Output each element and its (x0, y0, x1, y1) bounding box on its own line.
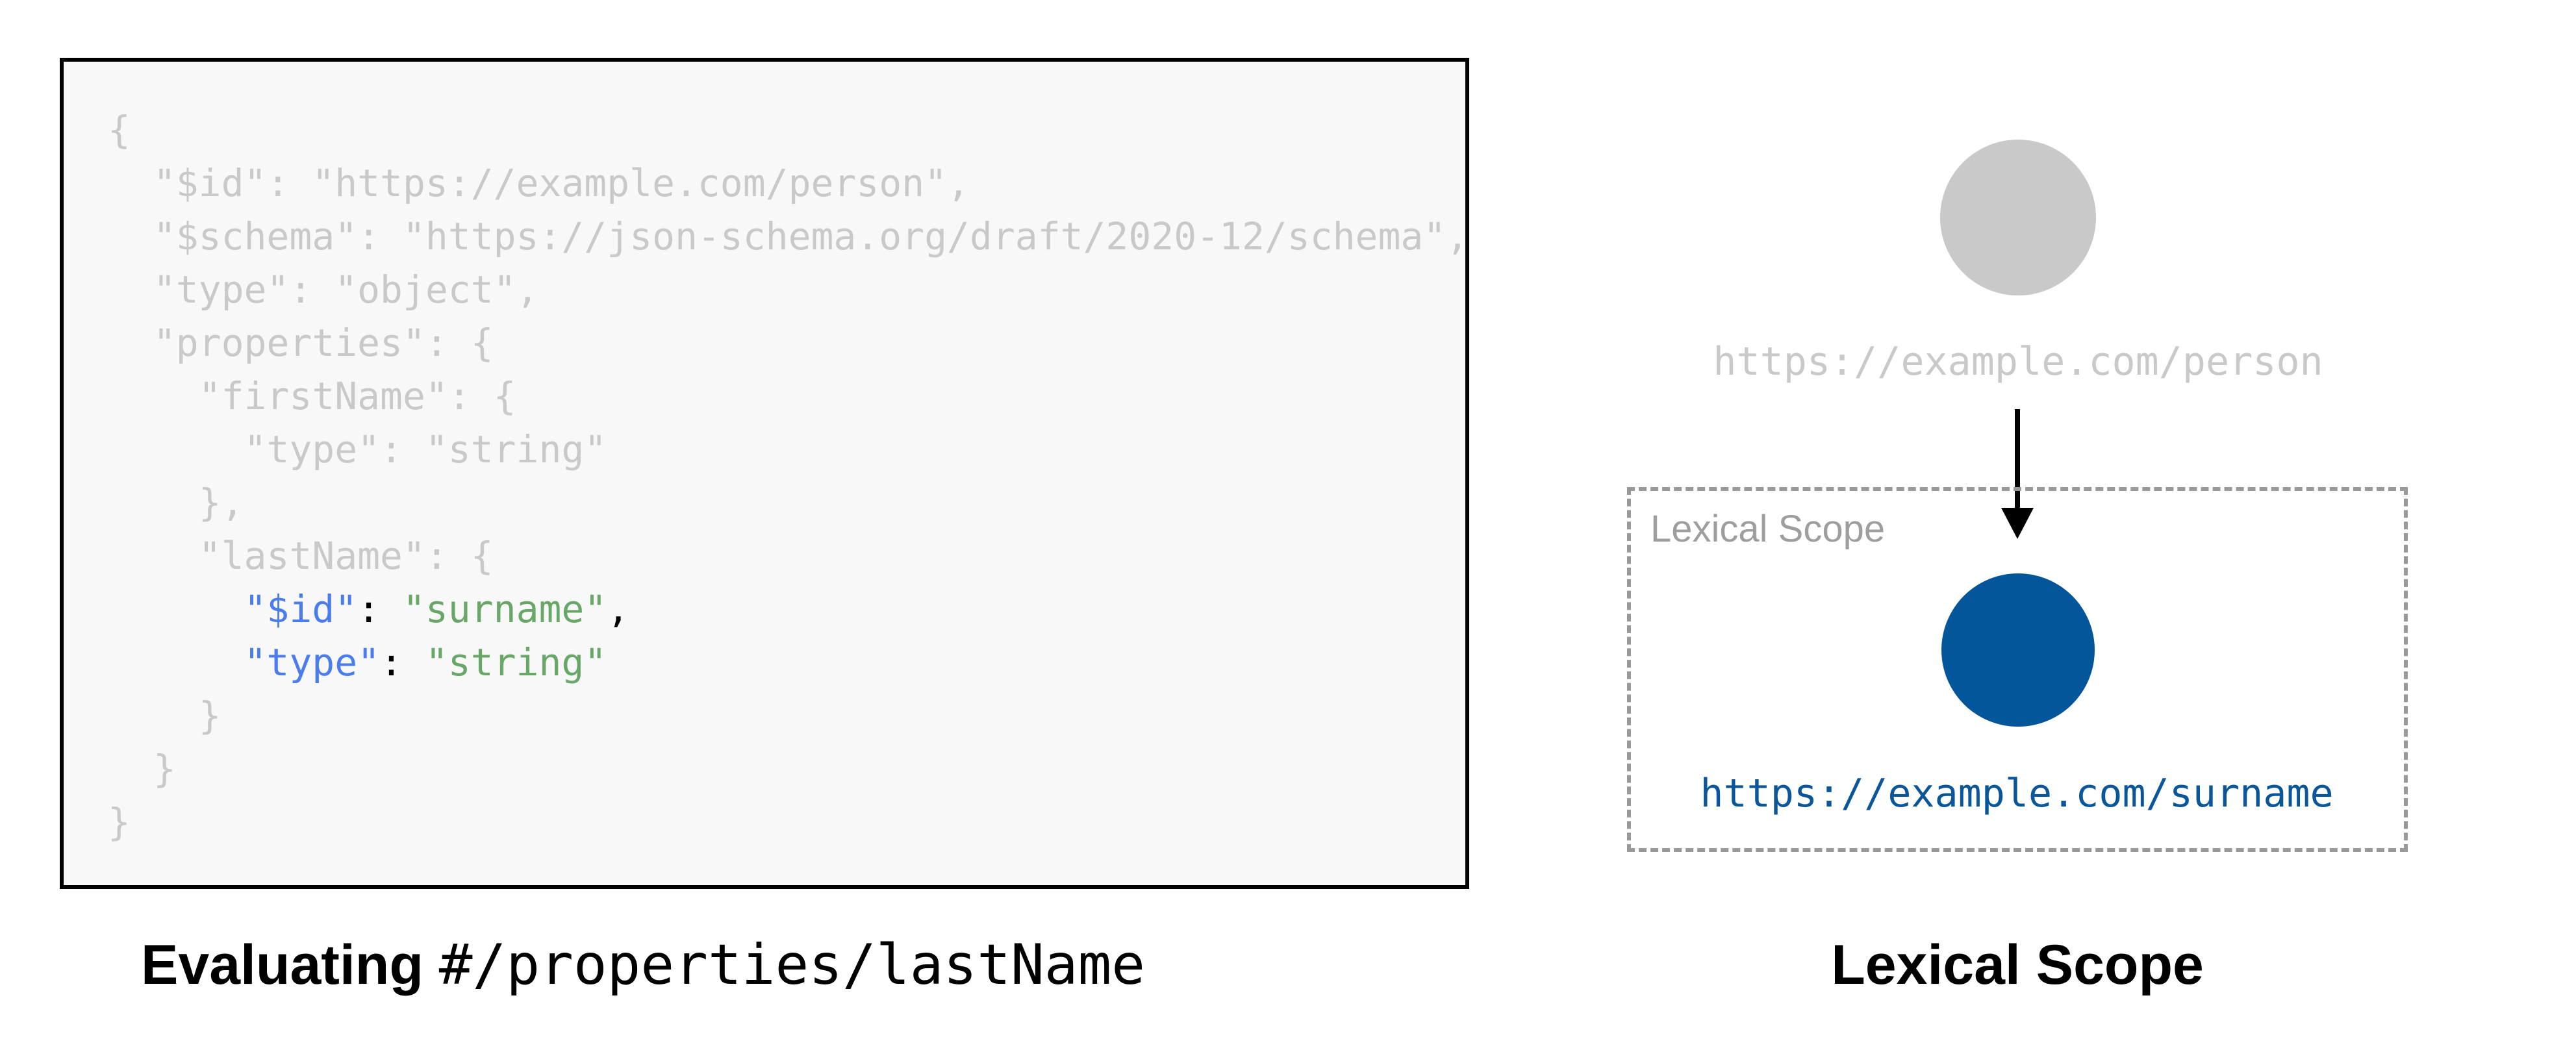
arrow-down-icon (1999, 409, 2036, 539)
left-caption: Evaluating #/properties/lastName (141, 934, 1145, 1005)
lexical-scope-label: Lexical Scope (1650, 508, 1886, 550)
lexical-scope-box (1627, 487, 2408, 852)
parent-schema-node (1940, 140, 2096, 295)
left-caption-evaluating-label: Evaluating (141, 934, 439, 996)
child-schema-node (1941, 573, 2095, 727)
json-schema-code: { "$id": "https://example.com/person", "… (108, 108, 1469, 844)
arrow-line (2015, 409, 2020, 510)
left-caption-pointer-path: #/properties/lastName (438, 933, 1146, 997)
arrow-head (2001, 508, 2034, 539)
child-schema-uri: https://example.com/surname (1700, 771, 2334, 816)
parent-schema-uri: https://example.com/person (1713, 339, 2323, 384)
code-panel: { "$id": "https://example.com/person", "… (60, 58, 1469, 889)
right-caption: Lexical Scope (1831, 934, 2204, 996)
